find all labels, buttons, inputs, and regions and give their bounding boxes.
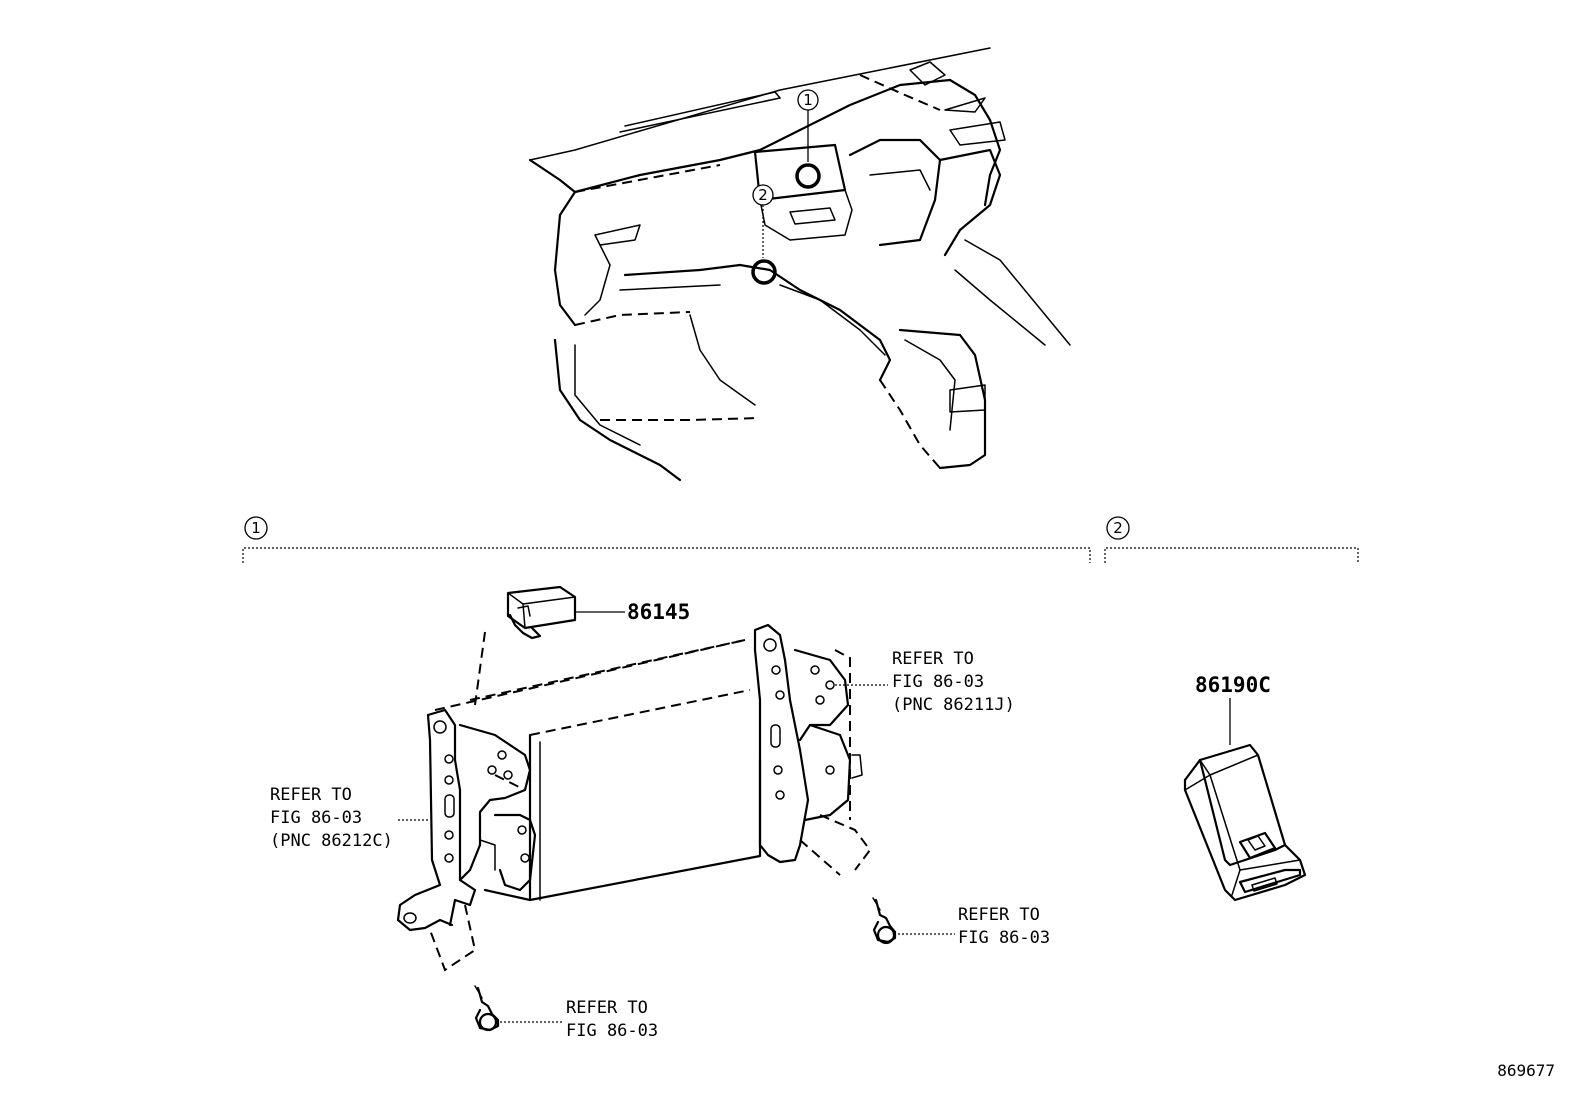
refer-label-screw-right: REFER TO FIG 86-03 <box>958 905 1050 948</box>
section-2-number: 2 <box>1113 519 1123 537</box>
refer-screw-right-line-1: REFER TO <box>958 905 1040 925</box>
dashboard-overview: 1 2 <box>528 47 1071 482</box>
refer-screw-bottom-line-1: REFER TO <box>566 998 648 1018</box>
callout-2-top: 2 <box>758 186 768 204</box>
refer-label-screw-bottom: REFER TO FIG 86-03 <box>566 998 658 1041</box>
refer-left-line-1: REFER TO <box>270 785 352 805</box>
refer-right-line-1: REFER TO <box>892 649 974 669</box>
refer-right-line-2: FIG 86-03 <box>892 672 984 692</box>
callout-1-top: 1 <box>803 91 813 109</box>
section-2-bracket: 2 <box>1104 516 1359 563</box>
refer-left-line-3: (PNC 86212C) <box>270 831 393 851</box>
screw-right <box>872 897 955 945</box>
switch-86190c: 86190C <box>1183 673 1307 902</box>
illustration-number: 869677 <box>1497 1061 1555 1080</box>
location-marker-1 <box>795 163 821 189</box>
relay-86145: 86145 <box>474 585 690 706</box>
part-number-86190c: 86190C <box>1195 673 1271 697</box>
screw-bottom <box>474 985 562 1032</box>
section-1-number: 1 <box>251 519 261 537</box>
part-number-86145: 86145 <box>627 600 690 624</box>
section-1-bracket: 1 <box>242 516 1091 563</box>
refer-left-line-2: FIG 86-03 <box>270 808 362 828</box>
refer-right-line-3: (PNC 86211J) <box>892 695 1015 715</box>
location-marker-2 <box>751 259 777 285</box>
refer-screw-bottom-line-2: FIG 86-03 <box>566 1021 658 1041</box>
audio-bracket-assembly <box>396 623 872 972</box>
refer-label-left-bracket: REFER TO FIG 86-03 (PNC 86212C) <box>270 785 393 851</box>
refer-screw-right-line-2: FIG 86-03 <box>958 928 1050 948</box>
refer-label-right-bracket: REFER TO FIG 86-03 (PNC 86211J) <box>892 649 1015 715</box>
